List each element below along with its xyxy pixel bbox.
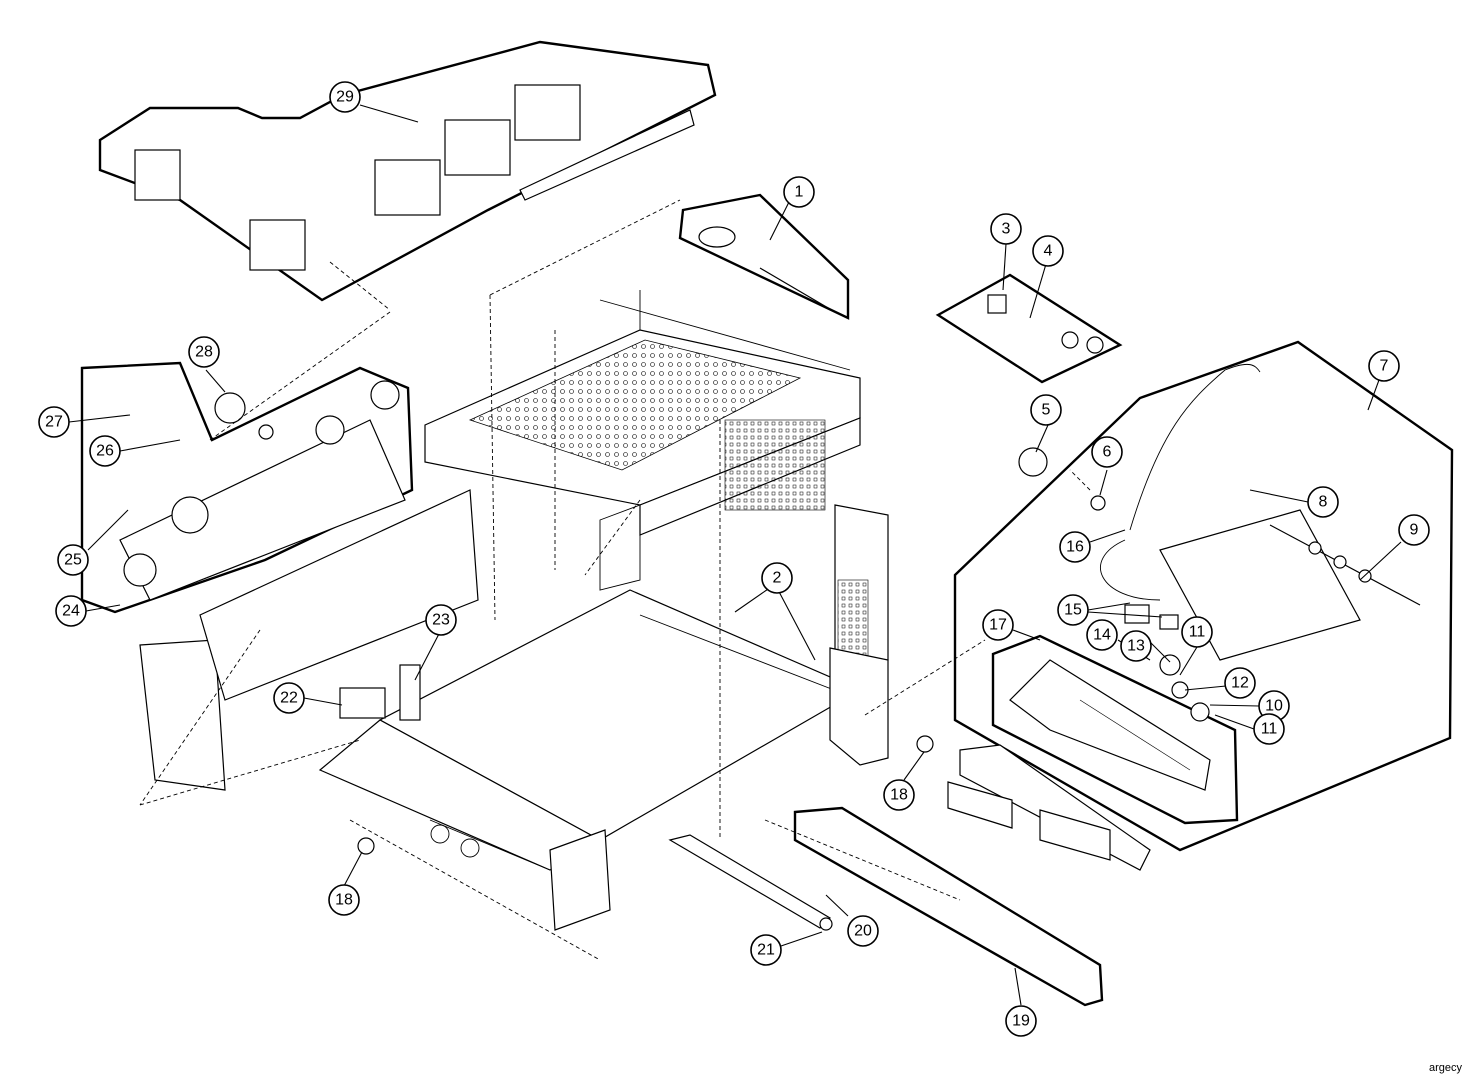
svg-text:21: 21	[757, 942, 775, 959]
callout-6: 6	[1091, 436, 1123, 468]
callout-11-upper: 11	[1181, 616, 1213, 648]
callout-22: 22	[273, 682, 305, 714]
svg-text:24: 24	[62, 603, 80, 620]
callout-18-left: 18	[328, 884, 360, 916]
callout-13: 13	[1120, 630, 1152, 662]
callout-19: 19	[1005, 1005, 1037, 1037]
callout-17: 17	[982, 609, 1014, 641]
top-frame-assembly	[424, 290, 861, 591]
callout-3: 3	[990, 213, 1022, 245]
svg-text:20: 20	[854, 923, 872, 940]
svg-text:7: 7	[1380, 358, 1389, 375]
svg-text:25: 25	[64, 552, 82, 569]
callout-29: 29	[329, 81, 361, 113]
svg-text:17: 17	[989, 617, 1007, 634]
callout-15: 15	[1057, 594, 1089, 626]
callout-20: 20	[847, 915, 879, 947]
callout-4: 4	[1032, 235, 1064, 267]
group-28-outline	[80, 361, 414, 614]
callout-2: 2	[761, 562, 793, 594]
svg-text:6: 6	[1103, 444, 1112, 461]
loose-parts	[214, 392, 1151, 931]
svg-text:8: 8	[1319, 494, 1328, 511]
group-29-outline	[98, 40, 717, 302]
group-17-outline	[991, 634, 1239, 825]
svg-text:16: 16	[1066, 539, 1084, 556]
svg-text:28: 28	[195, 344, 213, 361]
svg-text:13: 13	[1127, 638, 1145, 655]
svg-text:4: 4	[1044, 243, 1053, 260]
group-1-outline	[678, 193, 850, 320]
group-7-outline	[953, 340, 1454, 852]
svg-text:19: 19	[1012, 1013, 1030, 1030]
svg-text:14: 14	[1093, 627, 1111, 644]
callout-27: 27	[38, 406, 70, 438]
leader-lines	[68, 104, 1402, 1006]
callout-7: 7	[1368, 350, 1400, 382]
svg-text:23: 23	[432, 612, 450, 629]
callout-24: 24	[55, 595, 87, 627]
callout-23: 23	[425, 604, 457, 636]
side-plate-assembly	[119, 380, 479, 791]
callout-25: 25	[57, 544, 89, 576]
group-3-outline	[935, 273, 1123, 384]
svg-text:10: 10	[1265, 698, 1283, 715]
callout-14: 14	[1086, 619, 1118, 651]
credit-label: argecy	[1428, 1062, 1462, 1074]
callout-16: 16	[1059, 531, 1091, 563]
alignment-lines	[139, 199, 1091, 961]
svg-text:9: 9	[1410, 522, 1419, 539]
base-frame-assembly	[318, 504, 889, 931]
callout-18-right: 18	[883, 779, 915, 811]
callout-21: 21	[750, 934, 782, 966]
svg-text:2: 2	[773, 570, 782, 587]
svg-text:29: 29	[336, 89, 354, 106]
callout-26: 26	[89, 435, 121, 467]
group-3-parts	[987, 294, 1104, 354]
svg-text:22: 22	[280, 690, 298, 707]
callout-12: 12	[1224, 667, 1256, 699]
svg-text:27: 27	[45, 414, 63, 431]
svg-text:3: 3	[1002, 221, 1011, 238]
callout-11-lower: 11	[1253, 713, 1285, 745]
callout-28: 28	[188, 336, 220, 368]
svg-text:26: 26	[96, 443, 114, 460]
group-29-parts	[134, 84, 695, 311]
svg-text:18: 18	[335, 892, 353, 909]
svg-text:15: 15	[1064, 602, 1082, 619]
svg-text:12: 12	[1231, 675, 1249, 692]
svg-text:18: 18	[890, 787, 908, 804]
svg-text:1: 1	[795, 184, 804, 201]
callout-8: 8	[1307, 486, 1339, 518]
group-17-parts	[1009, 659, 1211, 791]
callout-5: 5	[1030, 394, 1062, 426]
svg-text:11: 11	[1189, 624, 1206, 641]
svg-text:5: 5	[1042, 402, 1051, 419]
callout-9: 9	[1398, 514, 1430, 546]
group-1-parts	[698, 226, 836, 313]
group-19-outline	[793, 806, 1104, 1007]
svg-text:11: 11	[1261, 721, 1278, 738]
callout-1: 1	[783, 176, 815, 208]
group-7-parts	[1100, 363, 1421, 722]
